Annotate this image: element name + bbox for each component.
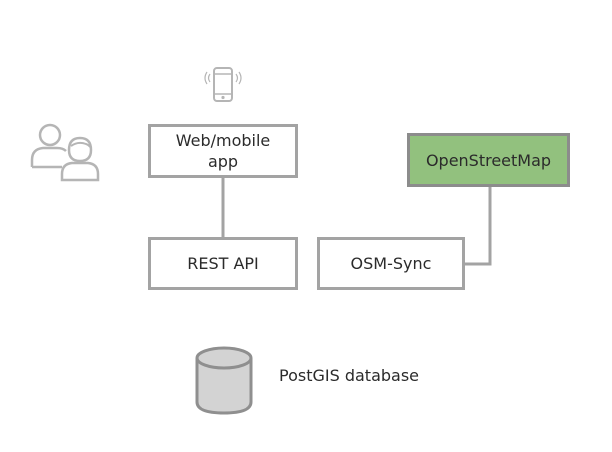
connector-osm-osmsync (463, 186, 492, 266)
database-label: PostGIS database (279, 366, 420, 385)
web-app-box: Web/mobile app (148, 124, 298, 178)
rest-api-box: REST API (148, 237, 298, 290)
database-cylinder-icon (195, 346, 253, 415)
osm-sync-label: OSM-Sync (350, 254, 432, 273)
smartphone-icon (204, 67, 242, 102)
web-app-label: Web/mobile app (175, 131, 271, 171)
users-icon (30, 123, 100, 182)
rest-api-label: REST API (187, 254, 259, 273)
openstreetmap-label: OpenStreetMap (425, 150, 552, 170)
openstreetmap-box: OpenStreetMap (407, 133, 570, 187)
osm-sync-box: OSM-Sync (317, 237, 465, 290)
